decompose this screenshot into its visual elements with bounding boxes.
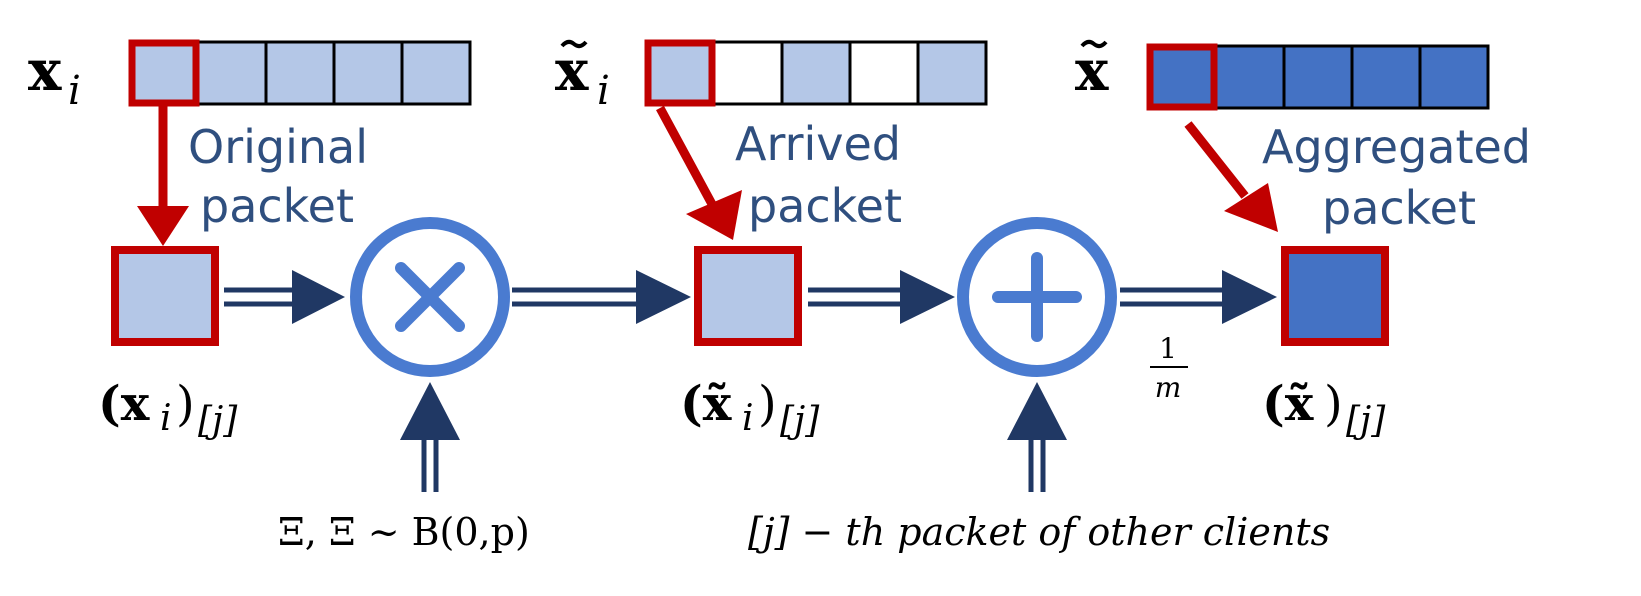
caption-arrived-line1: Arrived: [735, 117, 901, 171]
vector-cell: [1214, 44, 1286, 110]
vector-label-tilde-x: x: [1075, 38, 1109, 104]
vector-cell: [780, 40, 852, 106]
vector-cell: [196, 40, 268, 106]
fraction-denominator: m: [1155, 371, 1182, 404]
caption-original-line2: packet: [200, 179, 354, 233]
pointer-arrow-arrived: [656, 105, 742, 240]
fraction-numerator: 1: [1159, 332, 1177, 365]
vector-cell: [644, 40, 716, 106]
label-txi-j-sub: i: [742, 398, 754, 439]
selected-cell-highlight: [644, 39, 716, 107]
input-arrow-mask: [400, 382, 460, 492]
node-original-packet: [111, 246, 219, 346]
vector-cell: [1282, 44, 1354, 110]
vector-cell: [916, 40, 988, 106]
input-arrow-other-clients: [1007, 382, 1067, 492]
other-clients-label: [j] − th packet of other clients: [748, 510, 1330, 554]
vector-cell: [400, 40, 472, 106]
vector-subscript-xi: i: [68, 68, 81, 114]
label-xi-j: (x i ) [j]: [98, 376, 238, 441]
vector-symbol-tilde-xi: x: [555, 38, 589, 104]
label-tx-j-base: (x̃: [1262, 376, 1314, 432]
vector-xi-cells: [128, 39, 472, 107]
label-tx-j: (x̃ ) [j]: [1262, 376, 1386, 441]
vector-cell: [1350, 44, 1422, 110]
caption-arrived-line2: packet: [748, 179, 902, 233]
label-txi-j-index: [j]: [780, 400, 820, 441]
vector-symbol-tilde-x: x: [1075, 38, 1109, 104]
label-tx-j-close: ): [1324, 376, 1343, 432]
multiply-operator: [350, 217, 510, 377]
mask-distribution-label: Ξ, Ξ ~ B(0,p): [278, 510, 530, 554]
add-operator: [957, 217, 1117, 377]
pointer-arrow-original: [137, 106, 189, 246]
fraction-one-over-m: 1 m: [1150, 332, 1188, 404]
vector-tilde-x-cells: [1146, 43, 1490, 111]
flow-arrow-3: [808, 270, 955, 324]
vector-cell: [1418, 44, 1490, 110]
tilde-mark: [560, 39, 588, 49]
caption-arrived-packet: Arrived packet: [735, 117, 902, 233]
caption-aggregated-packet: Aggregated packet: [1262, 120, 1531, 235]
label-tx-j-index: [j]: [1346, 400, 1386, 441]
vector-label-xi: x i: [28, 38, 81, 114]
vector-cell: [332, 40, 404, 106]
label-xi-j-index: [j]: [198, 400, 238, 441]
caption-aggregated-line2: packet: [1322, 181, 1476, 235]
vector-tilde-xi-cells: [644, 39, 988, 107]
vector-cell: [848, 40, 920, 106]
label-xi-j-close: ): [176, 376, 195, 432]
vector-symbol-xi: x: [28, 38, 62, 104]
vector-subscript-tilde-xi: i: [597, 68, 610, 114]
flow-arrow-4: [1120, 270, 1277, 324]
caption-original-packet: Original packet: [188, 120, 368, 233]
flow-arrow-1: [224, 270, 345, 324]
label-txi-j-close: ): [758, 376, 777, 432]
label-xi-j-sub: i: [160, 398, 172, 439]
node-aggregated-packet: [1281, 246, 1389, 346]
selected-cell-highlight: [128, 39, 200, 107]
selected-cell-highlight: [1146, 43, 1218, 111]
flow-arrow-2: [512, 270, 691, 324]
label-txi-j: (x̃ i ) [j]: [680, 376, 820, 441]
vector-cell: [128, 40, 200, 106]
label-xi-j-base: (x: [98, 376, 150, 432]
node-arrived-packet: [694, 246, 802, 346]
caption-aggregated-line1: Aggregated: [1262, 120, 1531, 174]
caption-original-line1: Original: [188, 120, 368, 174]
vector-label-tilde-xi: x i: [555, 38, 610, 114]
vector-cell: [1146, 44, 1218, 110]
vector-cell: [264, 40, 336, 106]
tilde-mark: [1080, 39, 1108, 49]
label-txi-j-base: (x̃: [680, 376, 732, 432]
vector-cell: [712, 40, 784, 106]
pointer-arrow-aggregated: [1184, 121, 1278, 232]
